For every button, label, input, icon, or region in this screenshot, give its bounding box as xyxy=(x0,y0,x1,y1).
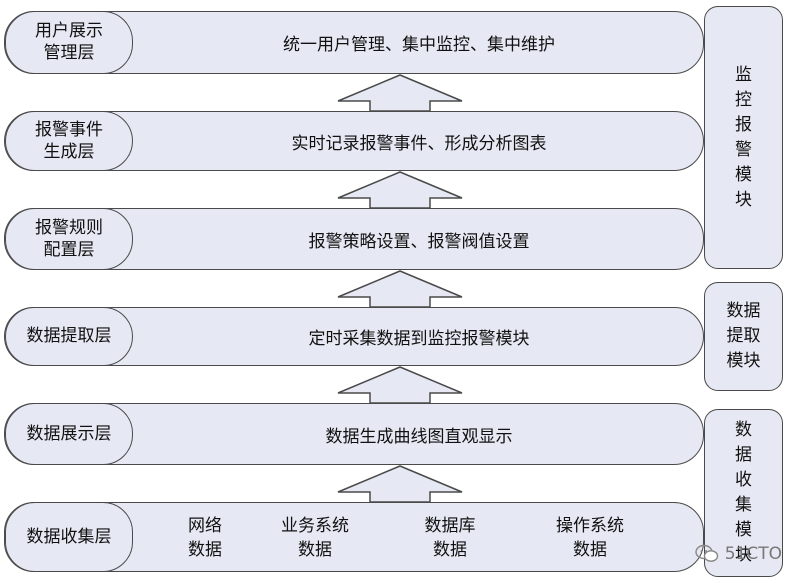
source-business-system-data: 业务系统 数据 xyxy=(281,516,349,560)
layer-label: 报警规则 配置层 xyxy=(5,207,133,270)
layer-label: 数据提取层 xyxy=(5,306,133,366)
module-label: 数据 提取 模块 xyxy=(726,301,761,371)
up-arrow-icon xyxy=(337,171,463,209)
layer-data-extract: 数据提取层 定时采集数据到监控报警模块 xyxy=(4,306,704,366)
layer-alarm-rule: 报警规则 配置层 报警策略设置、报警阀值设置 xyxy=(4,207,704,270)
layer-label: 数据收集层 xyxy=(5,501,133,572)
up-arrow-icon xyxy=(337,465,463,503)
layer-content: 统一用户管理、集中监控、集中维护 xyxy=(283,35,555,55)
layer-alarm-event: 报警事件 生成层 实时记录报警事件、形成分析图表 xyxy=(4,110,704,171)
layer-data-collect: 数据收集层 网络 数据 业务系统 数据 数据库 数据 操作系统 数据 xyxy=(4,501,704,572)
layer-data-display: 数据展示层 数据生成曲线图直观显示 xyxy=(4,402,704,465)
source-database-data: 数据库 数据 xyxy=(424,516,476,560)
module-label: 监 控 报 警 模 块 xyxy=(735,64,752,210)
source-network-data: 网络 数据 xyxy=(188,516,222,560)
watermark-text: 51CTO xyxy=(724,544,782,564)
layer-user-display: 用户展示 管理层 统一用户管理、集中监控、集中维护 xyxy=(4,10,704,74)
layer-content: 数据生成曲线图直观显示 xyxy=(325,426,513,447)
up-arrow-icon xyxy=(337,366,463,404)
source-os-data: 操作系统 数据 xyxy=(556,516,624,560)
module-data-collect: 数 据 收 集 模 块 xyxy=(704,409,783,577)
layer-content: 报警策略设置、报警阀值设置 xyxy=(308,231,530,252)
watermark: 51CTO xyxy=(695,544,782,564)
layer-label: 报警事件 生成层 xyxy=(5,110,133,171)
layer-content: 定时采集数据到监控报警模块 xyxy=(308,329,530,349)
layer-label: 用户展示 管理层 xyxy=(5,10,133,74)
wechat-icon xyxy=(695,544,718,562)
up-arrow-icon xyxy=(337,74,463,112)
module-monitor-alarm: 监 控 报 警 模 块 xyxy=(704,6,783,269)
layer-content: 实时记录报警事件、形成分析图表 xyxy=(291,133,547,154)
up-arrow-icon xyxy=(337,270,463,308)
module-label: 数 据 收 集 模 块 xyxy=(735,420,752,565)
layer-label: 数据展示层 xyxy=(5,402,133,465)
module-data-extract: 数据 提取 模块 xyxy=(704,282,783,391)
